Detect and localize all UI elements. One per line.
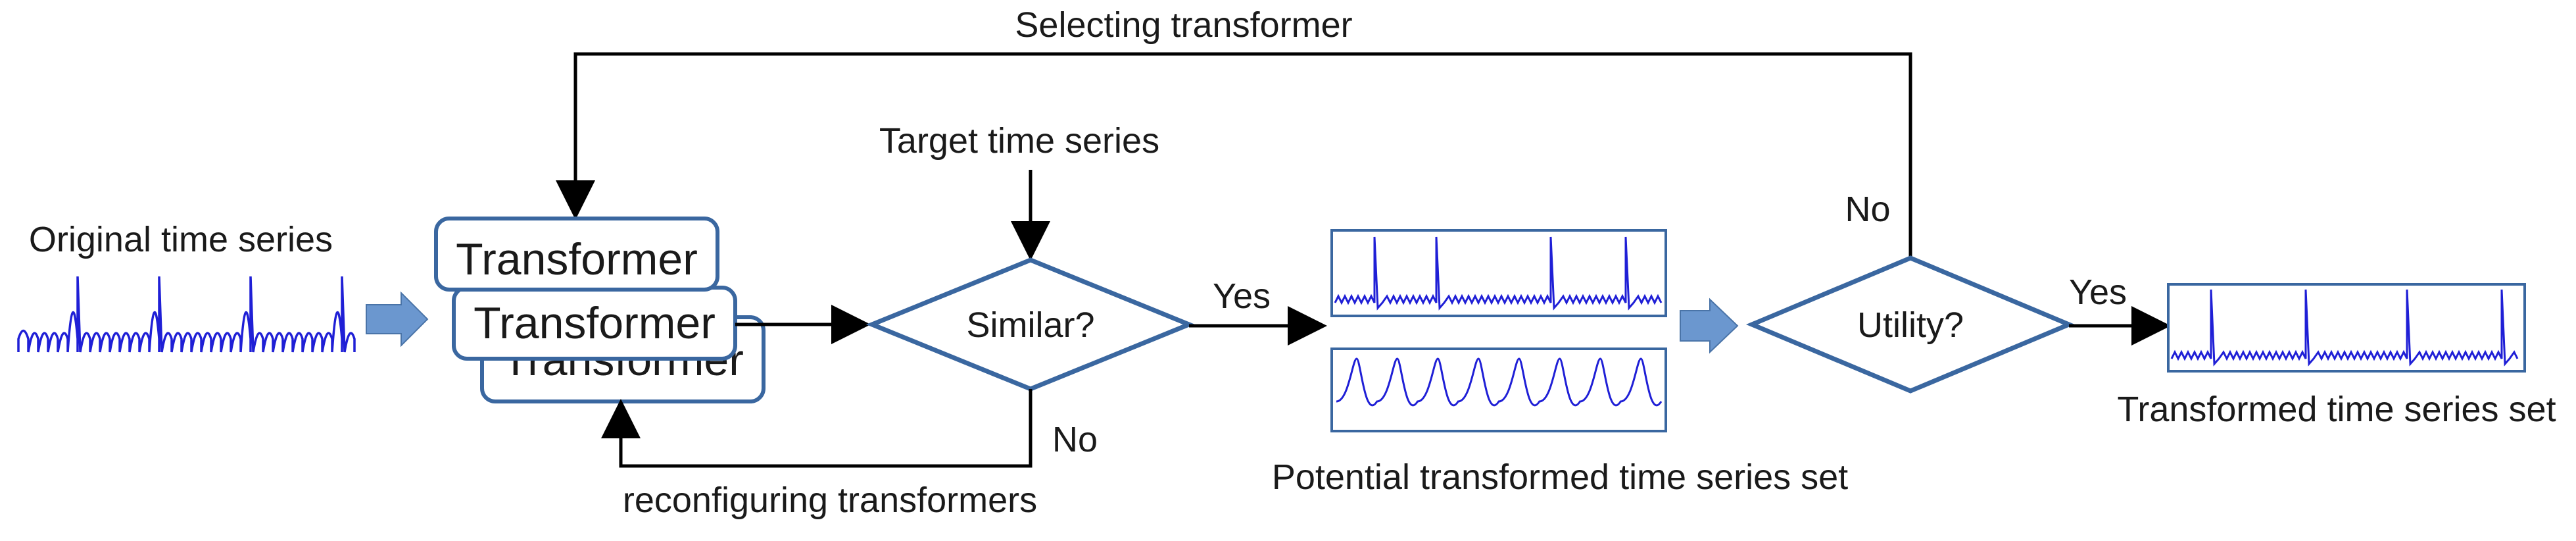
transformed-series-signal xyxy=(2170,289,2519,367)
potential-series-label: Potential transformed time series set xyxy=(1272,457,1848,497)
reconfigure-loop-connector xyxy=(601,389,1033,468)
transformer-middle-label: Transformer xyxy=(474,298,716,348)
target-time-series-label: Target time series xyxy=(879,121,1159,161)
transformer-stack: Transformer Transformer Transformer xyxy=(434,217,766,403)
selecting-transformer-label: Selecting transformer xyxy=(1015,5,1352,45)
transformed-series-label: Transformed time series set xyxy=(2117,390,2556,429)
potential-series-box-bottom xyxy=(1330,348,1667,432)
utility-decision xyxy=(1745,255,2076,394)
reconfiguring-transformers-label: reconfiguring transformers xyxy=(623,480,1037,520)
selecting-transformer-connector xyxy=(556,52,1912,258)
similar-yes-label: Yes xyxy=(1213,276,1271,316)
potential-series-top-signal xyxy=(1334,236,1663,311)
potential-series-bottom-signal xyxy=(1336,357,1663,407)
transformer-box-front xyxy=(434,217,719,292)
original-time-series-signal xyxy=(17,276,356,353)
block-arrow-to-utility xyxy=(1680,297,1739,354)
original-time-series-label: Original time series xyxy=(29,220,333,259)
block-arrow-to-transformer xyxy=(366,291,429,348)
similar-no-label: No xyxy=(1052,420,1098,459)
utility-decision-label: Utility? xyxy=(1857,305,1964,345)
transformer-front-label: Transformer xyxy=(456,234,698,284)
utility-no-label: No xyxy=(1845,190,1890,229)
utility-yes-label: Yes xyxy=(2069,272,2127,312)
similar-decision-label: Similar? xyxy=(966,305,1094,345)
